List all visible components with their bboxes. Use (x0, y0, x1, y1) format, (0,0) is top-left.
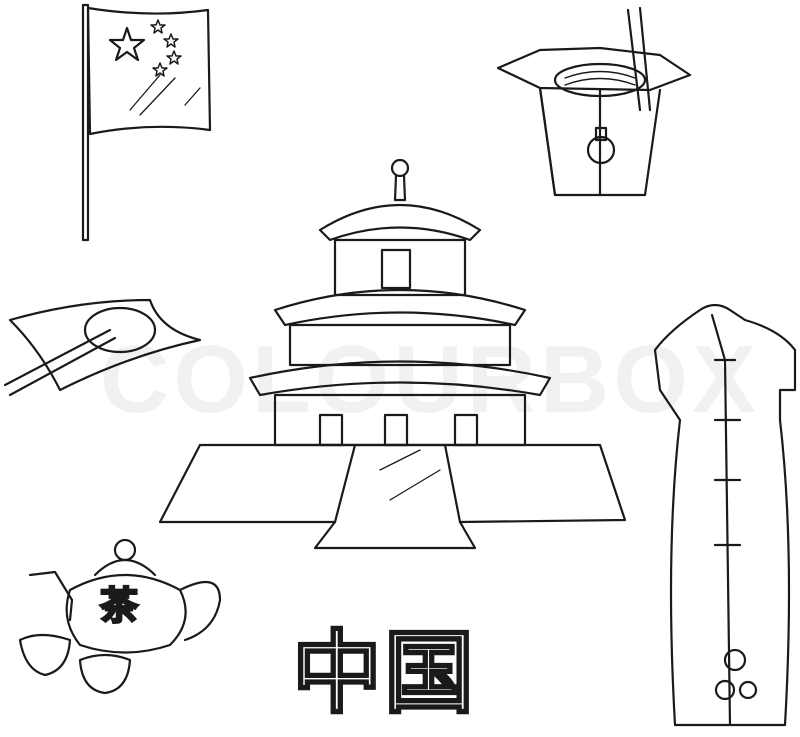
tea-character: 茶 (99, 583, 140, 630)
takeout-noodle-box (496, 6, 692, 197)
qipao-dress (653, 303, 797, 727)
china-characters: 中国 (291, 620, 476, 728)
rice-plate-with-chopsticks (3, 298, 202, 397)
temple-of-heaven (158, 158, 627, 550)
teapot-and-cups (18, 538, 222, 695)
chinese-flag (81, 3, 212, 242)
